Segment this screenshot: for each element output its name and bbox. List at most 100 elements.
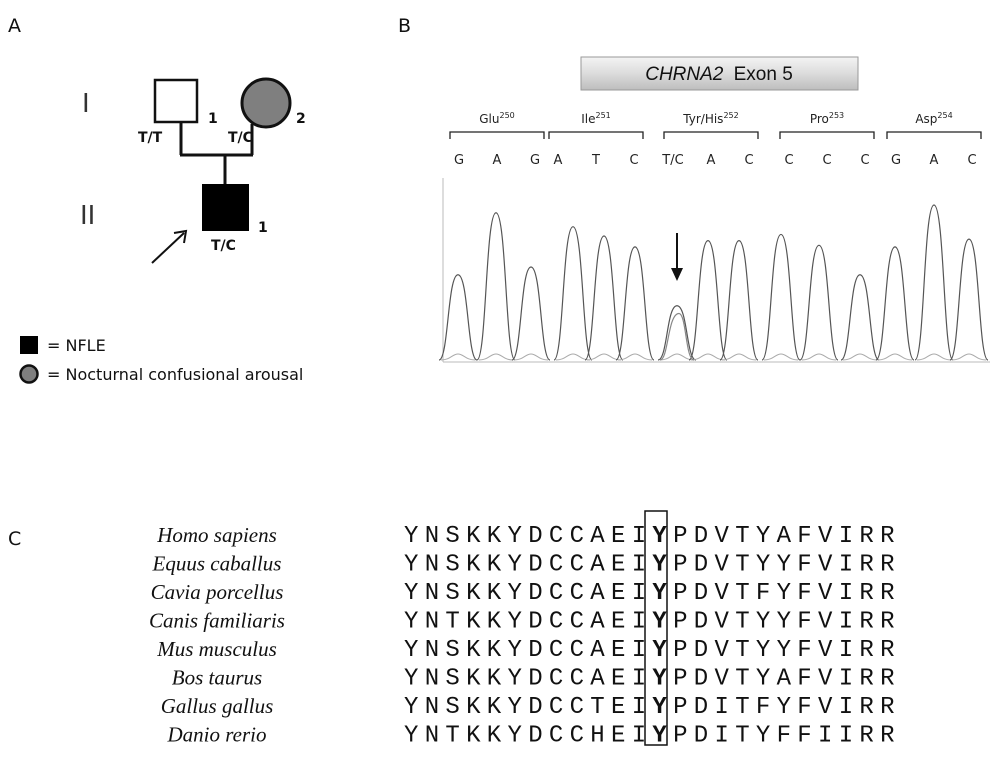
trace-peak — [615, 246, 655, 361]
trace-peak — [657, 305, 697, 361]
base-label: C — [967, 153, 976, 168]
base-label: C — [860, 153, 869, 168]
species-name: Canis familiaris — [149, 609, 285, 633]
species-name: Gallus gallus — [161, 694, 274, 718]
mother-number: 2 — [296, 111, 306, 127]
species-name: Mus musculus — [156, 637, 277, 661]
father-symbol — [153, 78, 199, 124]
proband-symbol — [202, 184, 249, 231]
trace-secondary — [801, 353, 837, 361]
base-label: T — [591, 153, 600, 168]
mutation-arrowhead-icon — [671, 268, 683, 281]
trace-peak — [914, 204, 954, 361]
trace-peak — [719, 240, 759, 361]
gene-title-box — [580, 56, 859, 91]
trace-secondary — [440, 353, 476, 361]
trace-peak — [476, 212, 516, 361]
trace-secondary — [617, 353, 653, 361]
codon-bracket-3 — [663, 131, 759, 139]
trace-peak — [688, 240, 728, 361]
trace-peak — [949, 238, 989, 361]
base-label: G — [454, 153, 464, 168]
legend-nfle-square-icon — [20, 336, 38, 354]
codon-bracket-2 — [548, 131, 644, 139]
base-label: G — [530, 153, 540, 168]
trace-peak — [840, 274, 880, 361]
legend-arousal-circle-icon — [19, 364, 39, 384]
base-label: C — [784, 153, 793, 168]
chromatogram-trace — [438, 204, 989, 361]
trace-secondary — [555, 353, 591, 361]
base-label: G — [891, 153, 901, 168]
codon-bracket-5 — [886, 131, 982, 139]
trace-peak — [553, 226, 593, 361]
codon-bracket-4 — [779, 131, 875, 139]
codon-label-1: Glu250 — [479, 111, 515, 126]
trace-peak — [584, 235, 624, 361]
legend-nfle-label: = NFLE — [47, 336, 106, 355]
generation-label-1: I — [82, 89, 90, 119]
species-name: Bos taurus — [172, 666, 262, 690]
trace-peak — [511, 266, 551, 361]
base-label: A — [493, 153, 502, 168]
proband-arrow-icon — [151, 232, 185, 264]
base-label: T/C — [661, 153, 683, 168]
species-name: Equus caballus — [152, 552, 282, 576]
generation-label-2: II — [80, 201, 95, 231]
conserved-residue-box — [644, 510, 668, 746]
trace-peak — [875, 246, 915, 361]
trace-secondary — [951, 353, 987, 361]
trace-peak — [799, 244, 839, 361]
trace-secondary — [763, 353, 799, 361]
legend-arousal-label: = Nocturnal confusional arousal — [47, 365, 303, 384]
codon-label-5: Asp254 — [915, 111, 952, 126]
species-name: Danio rerio — [167, 723, 267, 747]
trace-secondary — [916, 353, 952, 361]
trace-secondary — [586, 353, 622, 361]
trace-secondary — [659, 353, 695, 361]
legend: = NFLE = Nocturnal confusional arousal — [19, 336, 303, 384]
mother-genotype: T/C — [228, 130, 253, 146]
father-genotype: T/T — [138, 130, 163, 146]
trace-secondary — [721, 353, 757, 361]
codon-bracket-1 — [449, 131, 545, 139]
father-number: 1 — [208, 111, 218, 127]
base-label: A — [930, 153, 939, 168]
pedigree: I II 1 2 1 T/T T/C T/C — [80, 77, 306, 264]
codon-label-2: Ile251 — [581, 111, 611, 126]
trace-secondary — [513, 353, 549, 361]
base-label: A — [554, 153, 563, 168]
codon-label-4: Pro253 — [810, 111, 844, 126]
mother-symbol — [240, 77, 292, 129]
proband-genotype: T/C — [211, 238, 236, 254]
trace-secondary — [690, 353, 726, 361]
trace-peak — [438, 274, 478, 361]
trace-secondary — [877, 353, 913, 361]
base-label: C — [744, 153, 753, 168]
base-label: C — [822, 153, 831, 168]
panel-label-b: B — [398, 15, 411, 37]
base-label: A — [707, 153, 716, 168]
panel-label-c: C — [8, 528, 21, 550]
proband-arrowhead-icon — [173, 229, 188, 244]
trace-peak-overlap — [659, 312, 695, 361]
proband-number: 1 — [258, 220, 268, 236]
panel-label-a: A — [8, 15, 21, 37]
species-name: Homo sapiens — [156, 523, 277, 547]
base-label: C — [629, 153, 638, 168]
gene-name: CHRNA2 — [645, 64, 724, 85]
exon-label: Exon 5 — [734, 64, 793, 85]
species-name: Cavia porcellus — [151, 580, 284, 604]
trace-secondary — [842, 353, 878, 361]
